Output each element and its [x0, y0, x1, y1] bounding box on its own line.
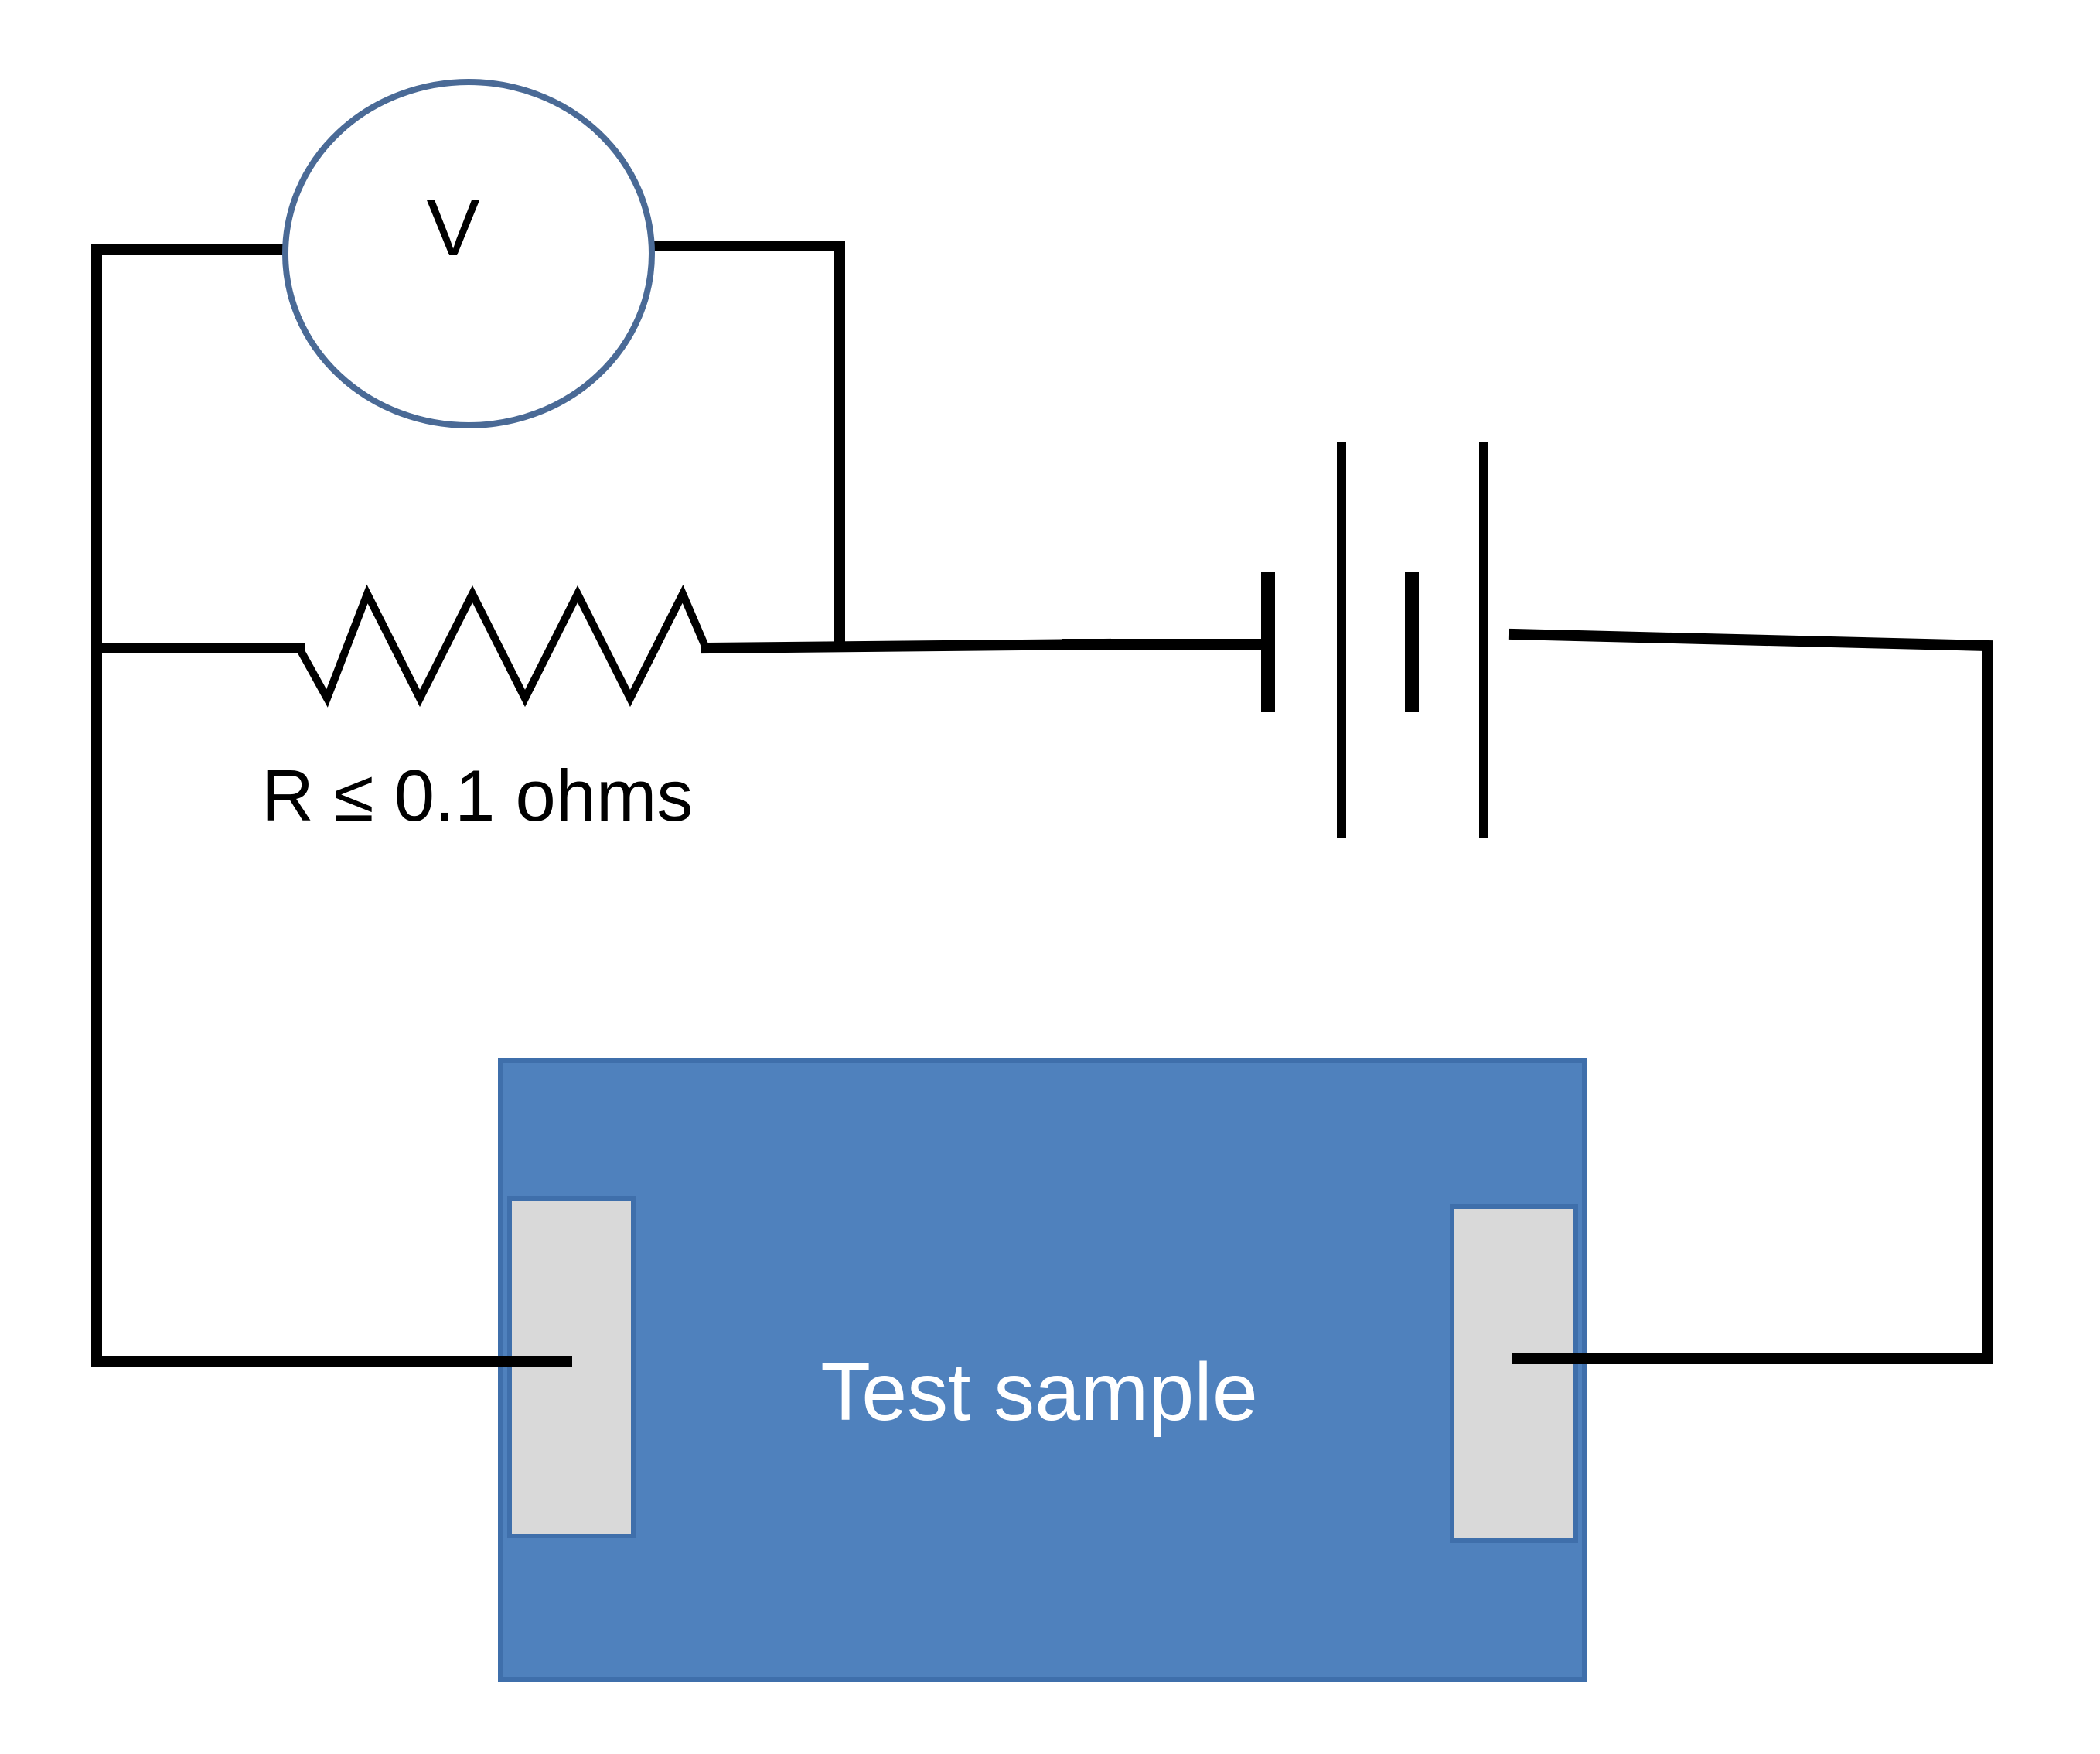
voltmeter-label: V: [426, 183, 479, 273]
test-sample-label: Test sample: [820, 1346, 1258, 1438]
wire-left-outer: [91, 244, 572, 1367]
resistor-zigzag: [295, 584, 710, 708]
resistor-label: R ≤ 0.1 ohms: [261, 755, 693, 836]
wire-right-outer: [1508, 628, 1993, 1364]
right-electrode: [1450, 1204, 1578, 1543]
wire-voltmeter-right: [650, 241, 845, 650]
wire-resistor-right: [700, 638, 1112, 654]
voltmeter-circle: [282, 79, 655, 428]
test-sample-body: [498, 1058, 1587, 1682]
